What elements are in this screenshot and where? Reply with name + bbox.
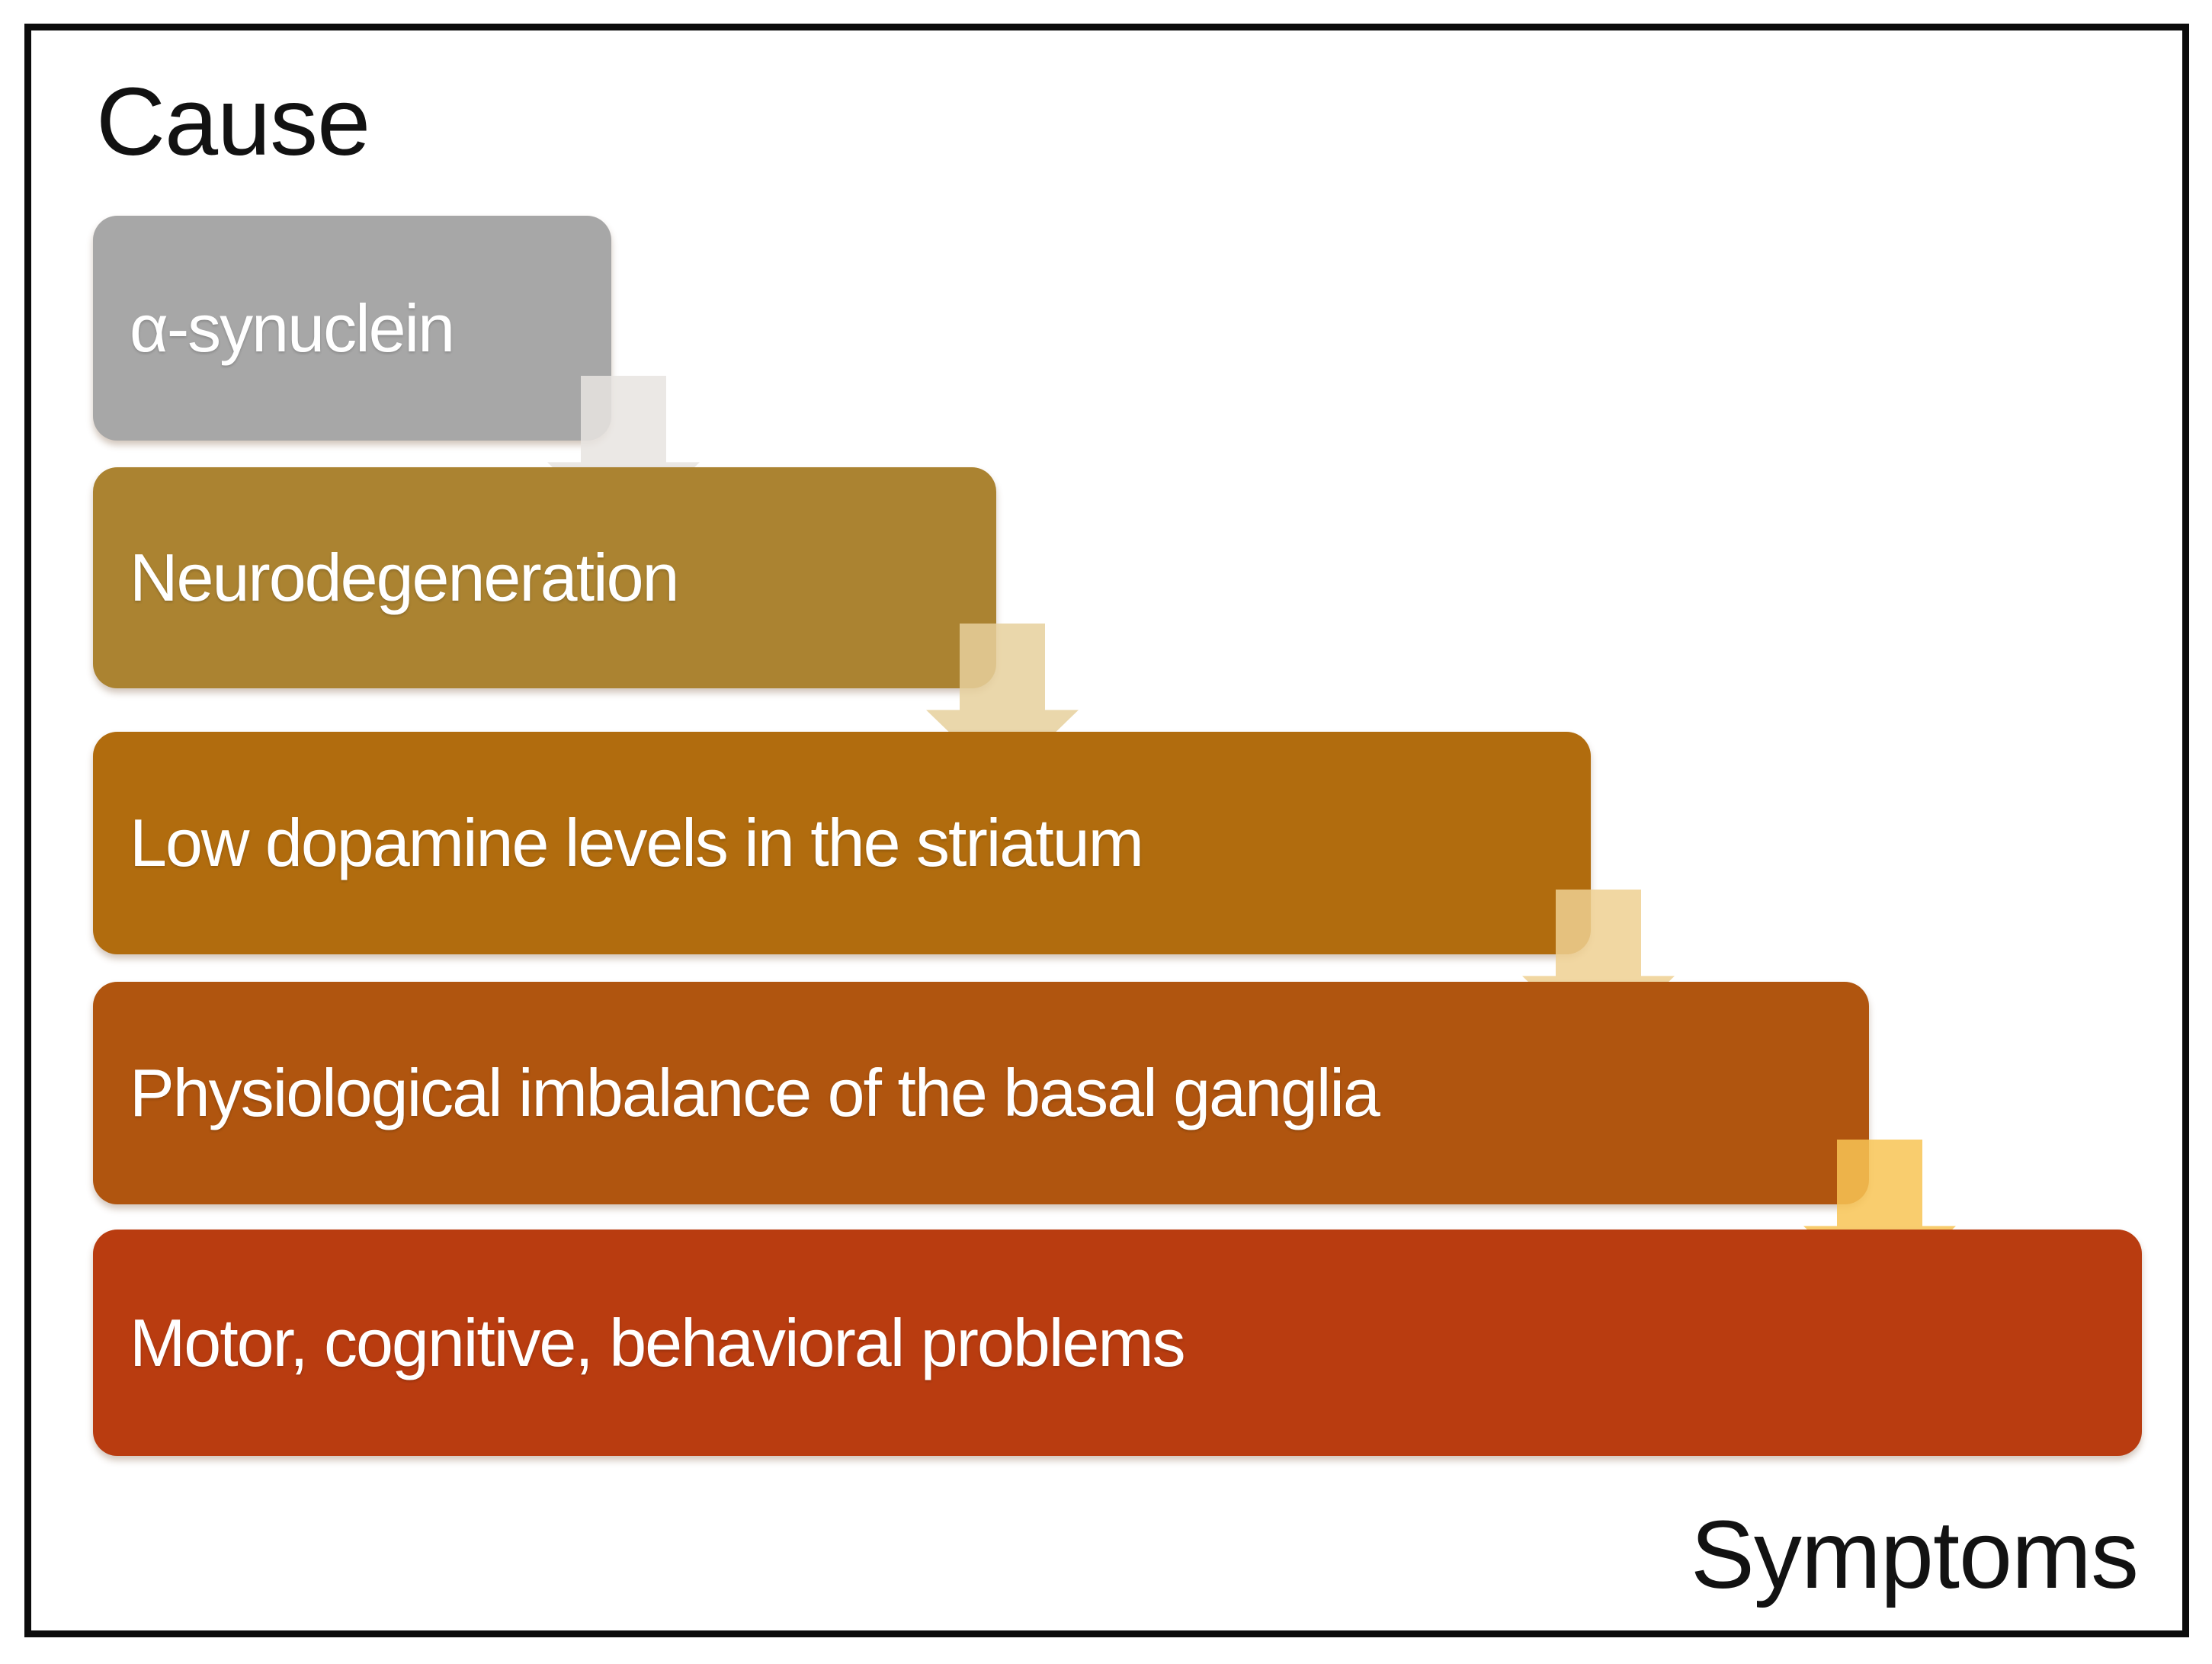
step-low-dopamine: Low dopamine levels in the striatum (93, 732, 1591, 954)
symptoms-label: Symptoms (1690, 1501, 2139, 1608)
step-label: α-synuclein (130, 290, 455, 366)
step-label: Motor, cognitive, behavioral problems (130, 1304, 1186, 1380)
step-motor-cognitive-problems: Motor, cognitive, behavioral problems (93, 1230, 2142, 1456)
step-label: Low dopamine levels in the striatum (130, 805, 1144, 880)
step-neurodegeneration: Neurodegeneration (93, 467, 996, 688)
step-label: Neurodegeneration (130, 540, 679, 615)
step-alpha-synuclein: α-synuclein (93, 216, 611, 441)
step-label: Physiological imbalance of the basal gan… (130, 1055, 1380, 1130)
cause-label: Cause (96, 68, 370, 175)
step-basal-ganglia-imbalance: Physiological imbalance of the basal gan… (93, 982, 1869, 1204)
